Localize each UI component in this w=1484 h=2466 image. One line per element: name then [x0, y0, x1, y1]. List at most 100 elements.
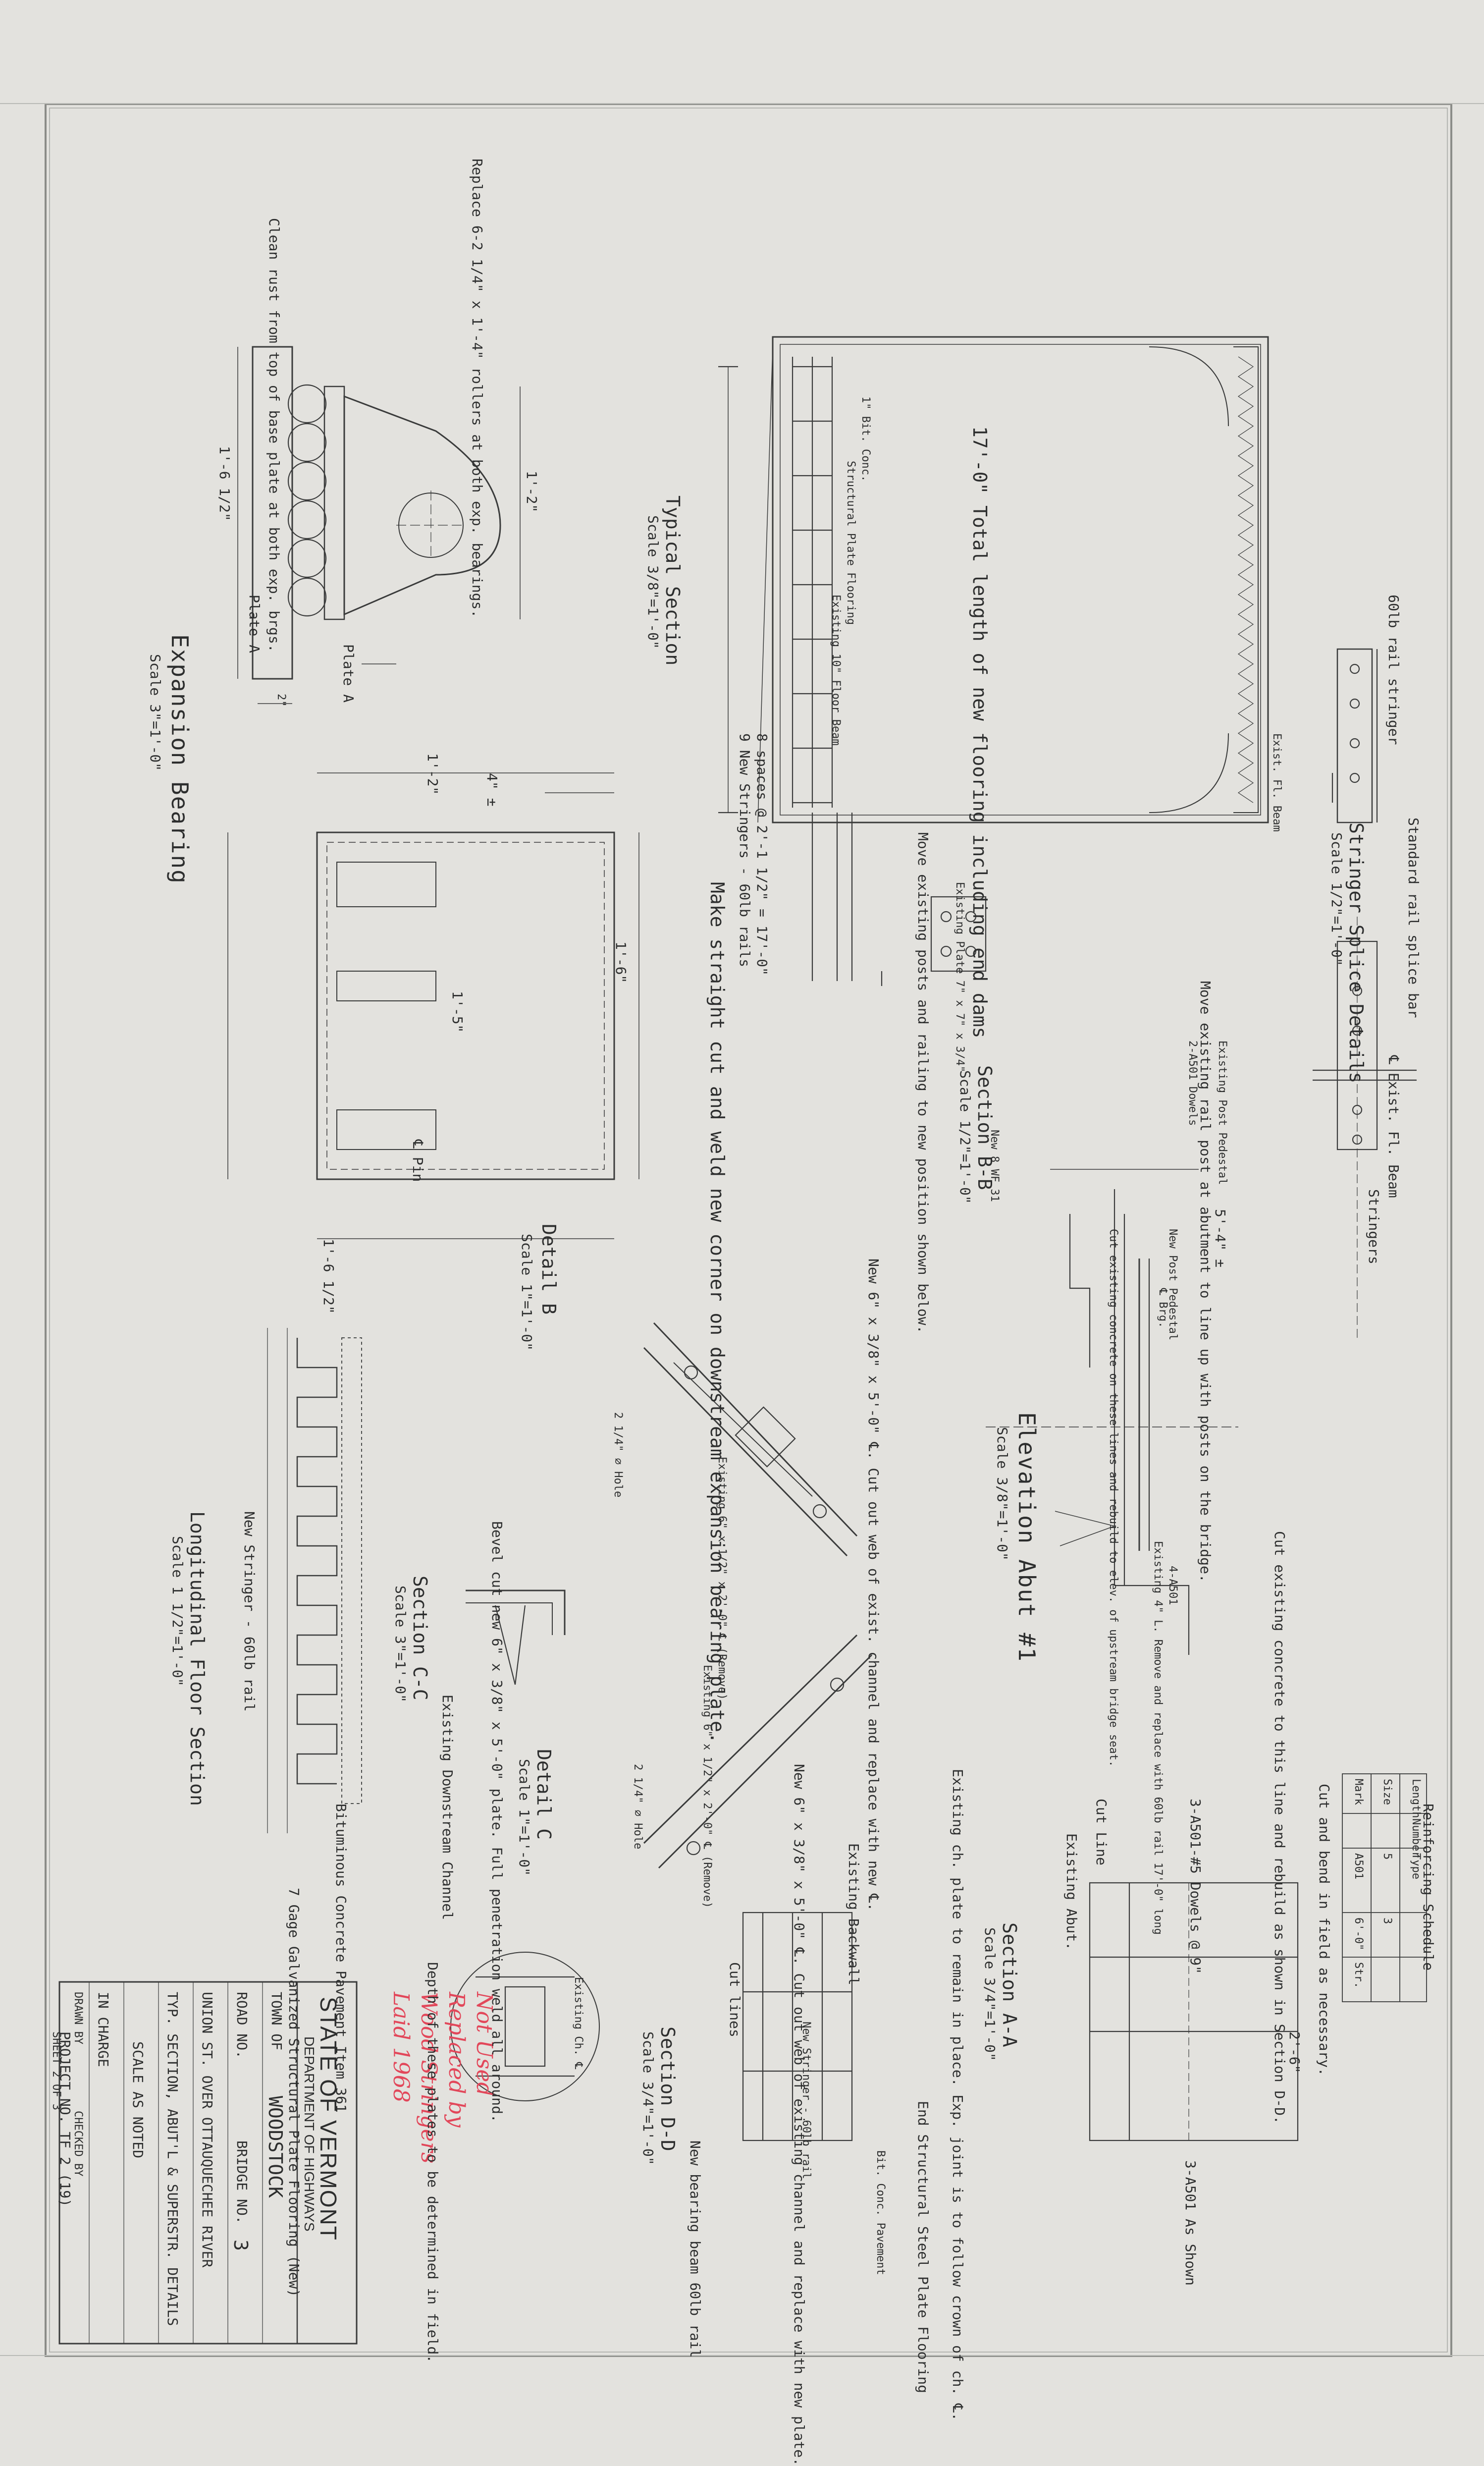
location-text: UNION ST. OVER OTTAUQUECHEE RIVER [199, 1992, 215, 2268]
exist-fl-beam-label: Exist. Fl. Beam [1271, 733, 1283, 832]
dim-2: 2" [275, 694, 287, 707]
new-8wf31-label: New 8 WF 31 [988, 1130, 1001, 1202]
section-dd-scale: Scale 3/4"=1'-0" [640, 2031, 656, 2165]
reinforcing-schedule-title: Reinforcing Schedule [1420, 1804, 1436, 1971]
scale-text: SCALE AS NOTED [130, 2041, 146, 2159]
section-bb-view [811, 813, 987, 986]
existing-4l-note: Existing 4" L. Remove and replace with 6… [1152, 1541, 1164, 1935]
splice-bar-label: Standard rail splice bar [1405, 818, 1422, 1018]
longitudinal-floor-scale: Scale 1 1/2"=1'-0" [169, 1536, 186, 1687]
new-channel-b-note: New 6" x 3/8" x 5'-0" ℄. Cut out web of … [865, 1259, 882, 1912]
existing-post-label: Existing Post Pedestal [1216, 1041, 1228, 1185]
section-dd-title: Section D-D [657, 2027, 679, 2151]
section-aa-view [1089, 1882, 1299, 2141]
existing-backwall-label: Existing Backwall [846, 1843, 862, 1985]
hole-label-b: 2 1/4" ∅ Hole [612, 1412, 624, 1498]
existing-channel-label: Existing Downstream Channel [439, 1695, 456, 1920]
schedule-cell-size: 5 [1381, 1853, 1393, 1860]
schedule-cell-mark: A501 [1352, 1853, 1365, 1879]
stringer-splice-scale: Scale 1/2"=1'-0" [1328, 832, 1345, 966]
expansion-bearing-scale: Scale 3"=1'-0" [147, 654, 163, 771]
sheet-border [45, 103, 1452, 2357]
section-aa-title: Section A-A [999, 1922, 1020, 2047]
cut-lines-label: Cut lines [727, 1962, 743, 2037]
expansion-bearing-title: Expansion Bearing [166, 634, 193, 884]
pin-label: ℄ Pin [410, 1140, 426, 1182]
bridge-label: BRIDGE NO. [234, 2140, 250, 2224]
plate-a-label-2: Plate A [340, 644, 357, 703]
typical-section-title: Typical Section [662, 495, 684, 666]
schedule-cell-length: 6'-0" [1352, 1918, 1365, 1951]
rail-stringer-label: 60lb rail stringer [1385, 595, 1402, 745]
elevation-abut-view [986, 1169, 1238, 1655]
schedule-header-length: Length [1410, 1779, 1422, 1818]
drawing-title: TYP. SECTION, ABUT'L & SUPERSTR. DETAILS [164, 1992, 181, 2326]
schedule-cell-type: Str. [1352, 1962, 1365, 1988]
longitudinal-floor-view [267, 1328, 362, 1833]
title-block [58, 1981, 358, 2345]
section-aa-scale: Scale 3/4"=1'-0" [982, 1927, 998, 2061]
dim-1-2: 1'-2" [524, 471, 540, 513]
road-label: ROAD NO. [234, 1992, 250, 2059]
dim-1-5: 1'-5" [449, 991, 466, 1033]
detail-c-title: Detail C [533, 1749, 555, 1840]
dowels-note: 3-A501-#5 Dowels @ 9" [1187, 1799, 1204, 1974]
stamp-line: Replaced by [444, 1992, 469, 2128]
plate-a-plan-view [227, 772, 639, 1239]
move-posts-note: Move existing posts and railing to new p… [915, 832, 931, 1334]
section-bb-scale: Scale 1/2"=1'-0" [957, 1070, 973, 1204]
stringers-label: Stringers [1366, 1189, 1382, 1264]
total-length-note: 17'-0" Total length of new flooring incl… [969, 426, 991, 1039]
exist-fl-beam-2-label: ℄ Exist. Fl. Beam [1385, 1055, 1402, 1198]
cut-existing-note: Cut existing concrete on these lines and… [1107, 1229, 1119, 1767]
schedule-note: Cut and bend in field as necessary. [1316, 1784, 1332, 2077]
top-crop-line [0, 103, 1484, 104]
sheet-number: SHEET 2 OF 3 [50, 2031, 62, 2110]
plates-depth-note: Depth of these plates to be determined i… [424, 1962, 441, 2363]
drawn-by-label: DRAWN BY [72, 1992, 84, 2044]
dim-1-6-half: 1'-6 1/2" [216, 446, 233, 521]
new-stringer-floor-label: New Stringer - 60lb rail [241, 1511, 258, 1712]
plate-a-label: Plate A [246, 595, 263, 654]
longitudinal-floor-title: Longitudinal Floor Section [186, 1511, 208, 1806]
town-value: WOODSTOCK [265, 2096, 286, 2198]
end-structural-note: End Structural Steel Plate Flooring [915, 2101, 931, 2394]
typical-section-scale: Scale 3/8"=1'-0" [645, 515, 661, 649]
new-stringer-dd-label: New Stringer - 60lb rail [800, 2022, 812, 2179]
spaces-note: 8 spaces @ 2'-1 1/2" = 17'-0" [754, 733, 770, 976]
bit-conc-label: 1" Bit. Conc. [859, 396, 872, 482]
schedule-header-mark: Mark [1352, 1779, 1365, 1805]
dim-2-6: 2'-6" [1286, 2031, 1303, 2074]
elevation-abut-scale: Scale 3/8"=1'-0" [994, 1427, 1010, 1561]
a501-label: 4-A501 [1166, 1566, 1179, 1605]
bridge-value: 3 [230, 2240, 252, 2251]
detail-b-scale: Scale 1"=1'-0" [519, 1234, 535, 1351]
detail-b-view [643, 1322, 858, 1557]
section-cc-title: Section C-C [409, 1576, 431, 1700]
existing-abut-label: Existing Abut. [1063, 1833, 1080, 1951]
clean-rust-note: Clean rust from top of base plate at bot… [266, 218, 282, 653]
new-stringers-note: 9 New Stringers - 60lb rails [737, 733, 753, 968]
galvanized-note: 7 Gage Galvanized Structural Plate Floor… [286, 1888, 302, 2298]
existing-floor-beam: Existing 10" Floor Beam [830, 595, 842, 746]
elevation-abut-title: Elevation Abut #1 [1013, 1412, 1040, 1662]
cut-line-label: Cut Line [1093, 1799, 1110, 1865]
schedule-header-type: Type [1410, 1853, 1422, 1879]
existing-ch-plate-note: Existing ch. plate to remain in place. E… [950, 1769, 966, 2421]
new-bearing-beam-label: New bearing beam 60lb rail [687, 2140, 703, 2358]
checked-by-label: CHECKED BY [72, 2111, 84, 2177]
move-rail-post-note: Move existing rail post at abutment to l… [1197, 981, 1214, 1583]
expansion-bearing-view [237, 346, 521, 704]
structural-plate-label: Structural Plate Flooring [845, 461, 857, 625]
section-cc-view [466, 1589, 566, 1685]
dim-1-6-2: 1'-6 1/2" [320, 1239, 337, 1314]
department-name: DEPARTMENT OF HIGHWAYS [302, 2036, 317, 2232]
dim-1-6: 1'-6" [613, 941, 629, 984]
in-charge-label: IN CHARGE [95, 1992, 111, 2067]
schedule-cell-number: 3 [1381, 1918, 1393, 1924]
dim-5-4: 5'-4" ± [1212, 1209, 1228, 1268]
dim-1-2b: 1'-2" [424, 753, 441, 795]
bit-conc-pavement-label: Bit. Conc. Pavement [874, 2150, 887, 2275]
detail-c-view [643, 1634, 873, 1869]
section-cc-scale: Scale 3"=1'-0" [392, 1586, 409, 1703]
